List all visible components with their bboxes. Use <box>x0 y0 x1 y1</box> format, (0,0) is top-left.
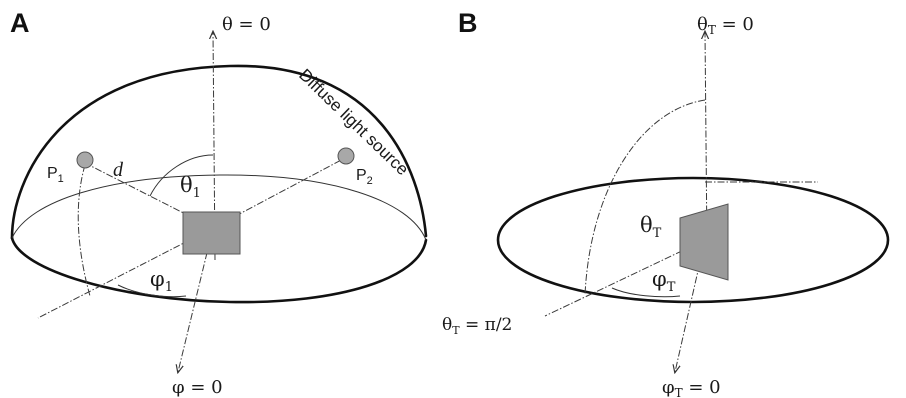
p2-label-main: P <box>356 167 367 184</box>
phi-t-arc <box>611 287 681 298</box>
theta-t-zero-label: θT = 0 <box>697 14 754 37</box>
phi-t-zero-label: φT = 0 <box>662 377 721 398</box>
theta-1-arc <box>149 154 214 197</box>
distance-label: d <box>113 159 124 181</box>
theta-zero-label: θ = 0 <box>222 14 271 35</box>
theta-1-label: θ1 <box>180 173 201 201</box>
phi-1-label: φ1 <box>150 267 173 295</box>
line-to-p1 <box>84 162 214 229</box>
p1-label-main: P <box>47 165 58 182</box>
ground-ellipse-back <box>11 174 427 241</box>
panel-a: A θ = 0 φ = 0 Diffuse light source <box>10 8 428 398</box>
ground-ellipse-front <box>10 236 428 304</box>
phi-1-arc <box>117 284 187 298</box>
ground-ellipse-b <box>496 176 890 304</box>
horizon-label: θT = π/2 <box>442 315 512 337</box>
theta-t-label-sub: T <box>653 226 662 241</box>
source-label: Diffuse light source <box>295 65 412 179</box>
tilted-target <box>679 203 729 281</box>
quarter-meridian <box>584 99 706 296</box>
theta-1-label-main: θ <box>180 173 193 197</box>
panel-a-letter: A <box>10 8 30 38</box>
phi-t-label-main: φ <box>652 267 667 291</box>
target-square <box>182 211 241 255</box>
phi-t-zero-sub: T <box>675 386 683 398</box>
phi-t-zero-main: φ <box>662 377 675 398</box>
panel-b-letter: B <box>458 8 478 38</box>
horizon-label-sub: T <box>452 324 460 337</box>
panel-b: B θT = 0 φT = 0 θT φT θT = π/2 <box>442 8 890 398</box>
theta-t-zero-main: θ <box>697 14 708 35</box>
p2-label: P2 <box>356 167 373 187</box>
horizon-t-line <box>544 239 706 317</box>
horizon-line <box>37 227 214 319</box>
point-p2-marker <box>337 147 355 165</box>
p1-label-sub: 1 <box>58 173 64 185</box>
theta-t-zero-value: = 0 <box>716 14 754 35</box>
theta-t-zero-axis <box>705 32 707 251</box>
phi-1-label-sub: 1 <box>165 280 173 295</box>
phi-zero-label: φ = 0 <box>172 377 223 398</box>
phi-t-label: φT <box>652 267 676 295</box>
point-p1-marker <box>76 151 94 169</box>
horizon-label-main: θ <box>442 315 452 335</box>
dome-outline <box>10 64 428 240</box>
p2-label-sub: 2 <box>367 175 373 187</box>
theta-1-label-sub: 1 <box>193 186 201 201</box>
theta-t-label-main: θ <box>640 213 653 237</box>
p1-label: P1 <box>47 165 64 185</box>
phi-1-label-main: φ <box>150 267 165 291</box>
theta-t-zero-sub: T <box>708 23 716 37</box>
phi-t-zero-value: = 0 <box>683 377 721 398</box>
horizon-label-value: = π/2 <box>460 315 513 335</box>
phi-t-label-sub: T <box>667 280 676 295</box>
p1-meridian <box>77 164 91 297</box>
theta-t-label: θT <box>640 213 662 241</box>
